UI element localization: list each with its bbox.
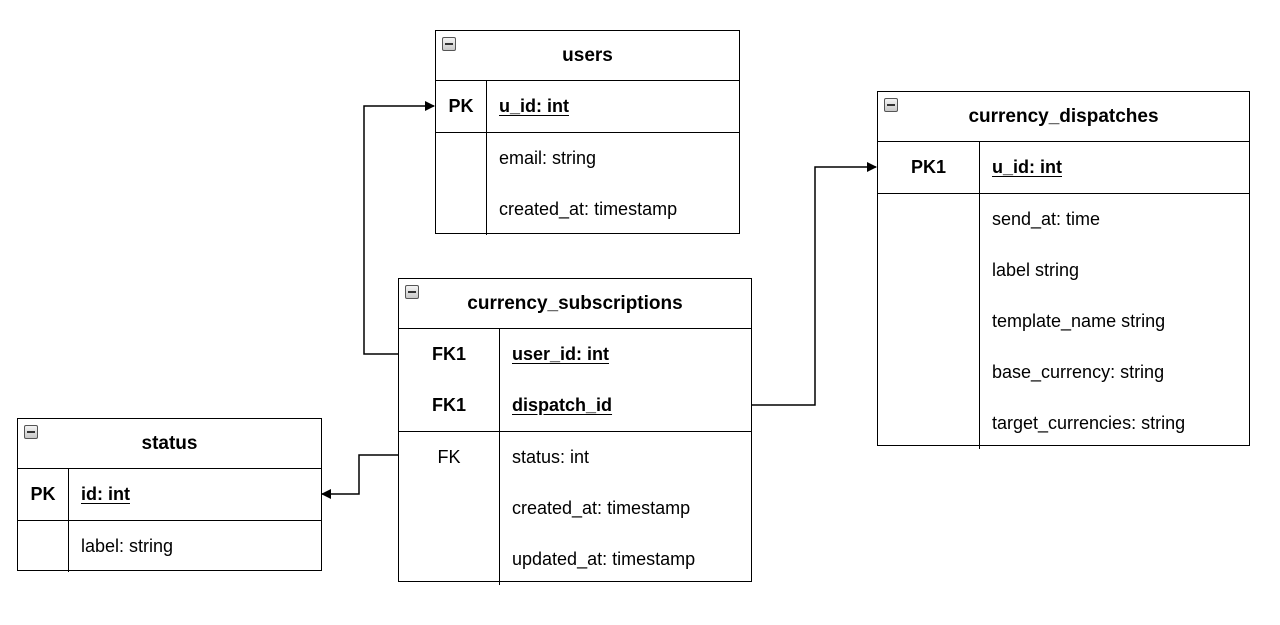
currency-subscriptions-table-title: currency_subscriptions: [467, 292, 683, 314]
currency-subscriptions-table[interactable]: currency_subscriptions FK1 FK1 user_id: …: [398, 278, 752, 585]
users-pk-section: PK u_id: int: [436, 81, 739, 133]
users-field-created-at: created_at: timestamp: [499, 199, 678, 219]
users-field-column: u_id: int: [487, 81, 739, 132]
users-attr-field-column: email: string created_at: timestamp: [487, 133, 739, 235]
currency-subscriptions-key-column: FK1 FK1: [399, 329, 500, 431]
currency-dispatches-field-column: u_id: int: [980, 142, 1249, 193]
currency-dispatches-table-header: currency_dispatches: [878, 92, 1249, 142]
minus-box-icon[interactable]: [884, 98, 898, 112]
currency-dispatches-field-3-key: [878, 347, 979, 398]
users-pk-field: u_id: int: [499, 96, 569, 116]
currency-dispatches-field-2-key: [878, 296, 979, 347]
currency-subscriptions-keys-section: FK1 FK1 user_id: int dispatch_id: [399, 329, 751, 432]
status-attr-key-column: [18, 521, 69, 572]
currency-dispatches-field-label: label string: [992, 260, 1080, 280]
currency-dispatches-field-1-key: [878, 245, 979, 296]
users-table-title: users: [562, 44, 613, 66]
currency-dispatches-key-column: PK1: [878, 142, 980, 193]
currency-subscriptions-fk-user-key: FK1: [431, 344, 466, 364]
currency-dispatches-attributes-section: send_at: time label string template_name…: [878, 194, 1249, 449]
status-pk-key: PK: [30, 484, 56, 504]
currency-dispatches-attr-field-column: send_at: time label string template_name…: [980, 194, 1249, 449]
status-pk-section: PK id: int: [18, 469, 321, 521]
currency-dispatches-pk-key: PK1: [910, 157, 946, 177]
connector-subscriptions-to-status: [321, 454, 398, 499]
currency-dispatches-table[interactable]: currency_dispatches PK1 u_id: int send_a…: [877, 91, 1250, 449]
users-pk-key: PK: [448, 96, 474, 116]
currency-subscriptions-field-status: status: int: [512, 447, 590, 467]
currency-dispatches-pk-field: u_id: int: [992, 157, 1062, 177]
users-key-column: PK: [436, 81, 487, 132]
currency-subscriptions-attributes-section: FK status: int created_at: timestamp upd…: [399, 432, 751, 585]
currency-dispatches-pk-section: PK1 u_id: int: [878, 142, 1249, 194]
status-attributes-section: label: string: [18, 521, 321, 572]
currency-dispatches-field-send-at: send_at: time: [992, 209, 1101, 229]
currency-subscriptions-table-header: currency_subscriptions: [399, 279, 751, 329]
currency-subscriptions-fk-status-key: FK: [437, 447, 461, 467]
currency-dispatches-field-4-key: [878, 398, 979, 449]
status-table-header: status: [18, 419, 321, 469]
users-attributes-section: email: string created_at: timestamp: [436, 133, 739, 235]
currency-subscriptions-attr-field-column: status: int created_at: timestamp update…: [500, 432, 751, 585]
status-table-title: status: [141, 432, 198, 454]
currency-subscriptions-field-created-at: created_at: timestamp: [512, 498, 691, 518]
users-table[interactable]: users PK u_id: int email: string created…: [435, 30, 740, 235]
currency-dispatches-field-target-currencies: target_currencies: string: [992, 413, 1186, 433]
users-field-1-key: [436, 184, 486, 235]
currency-subscriptions-field-updated-at: updated_at: timestamp: [512, 549, 696, 569]
minus-box-icon[interactable]: [24, 425, 38, 439]
currency-subscriptions-field-user-id: user_id: int: [512, 344, 610, 364]
currency-subscriptions-field-column: user_id: int dispatch_id: [500, 329, 751, 431]
currency-dispatches-field-0-key: [878, 194, 979, 245]
users-field-email: email: string: [499, 148, 597, 168]
currency-dispatches-attr-key-column: [878, 194, 980, 449]
currency-dispatches-field-base-currency: base_currency: string: [992, 362, 1165, 382]
currency-subscriptions-fk-dispatch-key: FK1: [431, 395, 466, 415]
currency-subscriptions-field-dispatch-id: dispatch_id: [512, 395, 613, 415]
status-pk-field: id: int: [81, 484, 130, 504]
currency-subscriptions-field-1-key: [399, 483, 499, 534]
currency-dispatches-field-template-name: template_name string: [992, 311, 1166, 331]
users-attr-key-column: [436, 133, 487, 235]
users-field-0-key: [436, 133, 486, 184]
status-field-0-key: [18, 521, 68, 572]
currency-subscriptions-field-2-key: [399, 534, 499, 585]
status-table[interactable]: status PK id: int label: string: [17, 418, 322, 572]
status-attr-field-column: label: string: [69, 521, 321, 572]
currency-dispatches-table-title: currency_dispatches: [968, 105, 1159, 127]
status-field-label: label: string: [81, 536, 174, 556]
minus-box-icon[interactable]: [405, 285, 419, 299]
users-table-header: users: [436, 31, 739, 81]
status-key-column: PK: [18, 469, 69, 520]
currency-subscriptions-attr-key-column: FK: [399, 432, 500, 585]
status-field-column: id: int: [69, 469, 321, 520]
minus-box-icon[interactable]: [442, 37, 456, 51]
connector-subscriptions-to-dispatches: [752, 162, 877, 406]
